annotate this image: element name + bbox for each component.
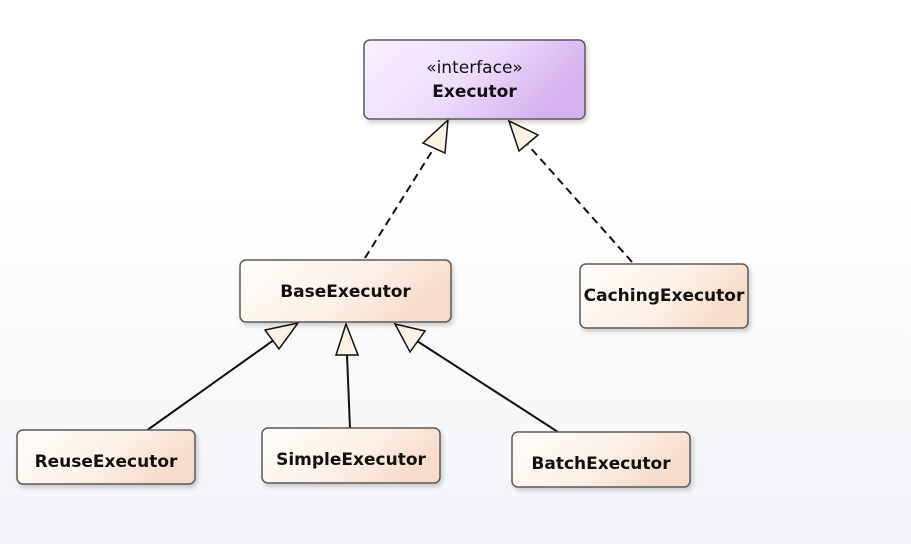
class-batch-executor-rect [511, 431, 691, 488]
class-reuse-executor-rect [16, 429, 196, 485]
class-simple-executor-rect [261, 427, 441, 484]
hollow-triangle-arrowhead [334, 321, 360, 356]
solid-line [346, 354, 351, 429]
class-reuse-executor-label: ReuseExecutor [35, 452, 178, 472]
dashed-line [527, 144, 633, 263]
class-caching-executor-box[interactable]: CachingExecutor [579, 263, 749, 329]
class-simple-executor-box[interactable]: SimpleExecutor [261, 427, 441, 484]
class-base-executor-rect [239, 259, 452, 323]
interface-stereotype-label: «interface» [426, 58, 523, 78]
dashed-line [364, 147, 435, 259]
class-base-executor-box[interactable]: BaseExecutor [239, 259, 452, 323]
class-base-executor-label: BaseExecutor [280, 282, 411, 302]
class-reuse-executor-box[interactable]: ReuseExecutor [16, 429, 196, 485]
class-simple-executor-label: SimpleExecutor [276, 450, 426, 470]
hollow-triangle-arrowhead [507, 119, 540, 153]
connectors [145, 118, 633, 433]
solid-line [145, 336, 279, 432]
interface-executor-box[interactable]: «interface» Executor [363, 39, 586, 120]
class-batch-executor-label: BatchExecutor [531, 454, 671, 474]
class-caching-executor-label: CachingExecutor [584, 286, 745, 306]
generalization-reuse-to-base [145, 321, 300, 432]
interface-executor-rect [363, 39, 586, 120]
class-caching-executor-rect [579, 263, 749, 329]
hollow-triangle-arrowhead [421, 118, 449, 155]
hollow-triangle-arrowhead [393, 322, 427, 354]
solid-line [416, 340, 559, 433]
class-batch-executor-box[interactable]: BatchExecutor [511, 431, 691, 488]
generalization-simple-to-base [334, 321, 360, 429]
realization-base-to-executor [364, 118, 449, 259]
interface-name-label: Executor [432, 82, 517, 102]
hollow-triangle-arrowhead [263, 321, 300, 351]
realization-caching-to-executor [507, 119, 633, 263]
generalization-batch-to-base [393, 322, 559, 433]
